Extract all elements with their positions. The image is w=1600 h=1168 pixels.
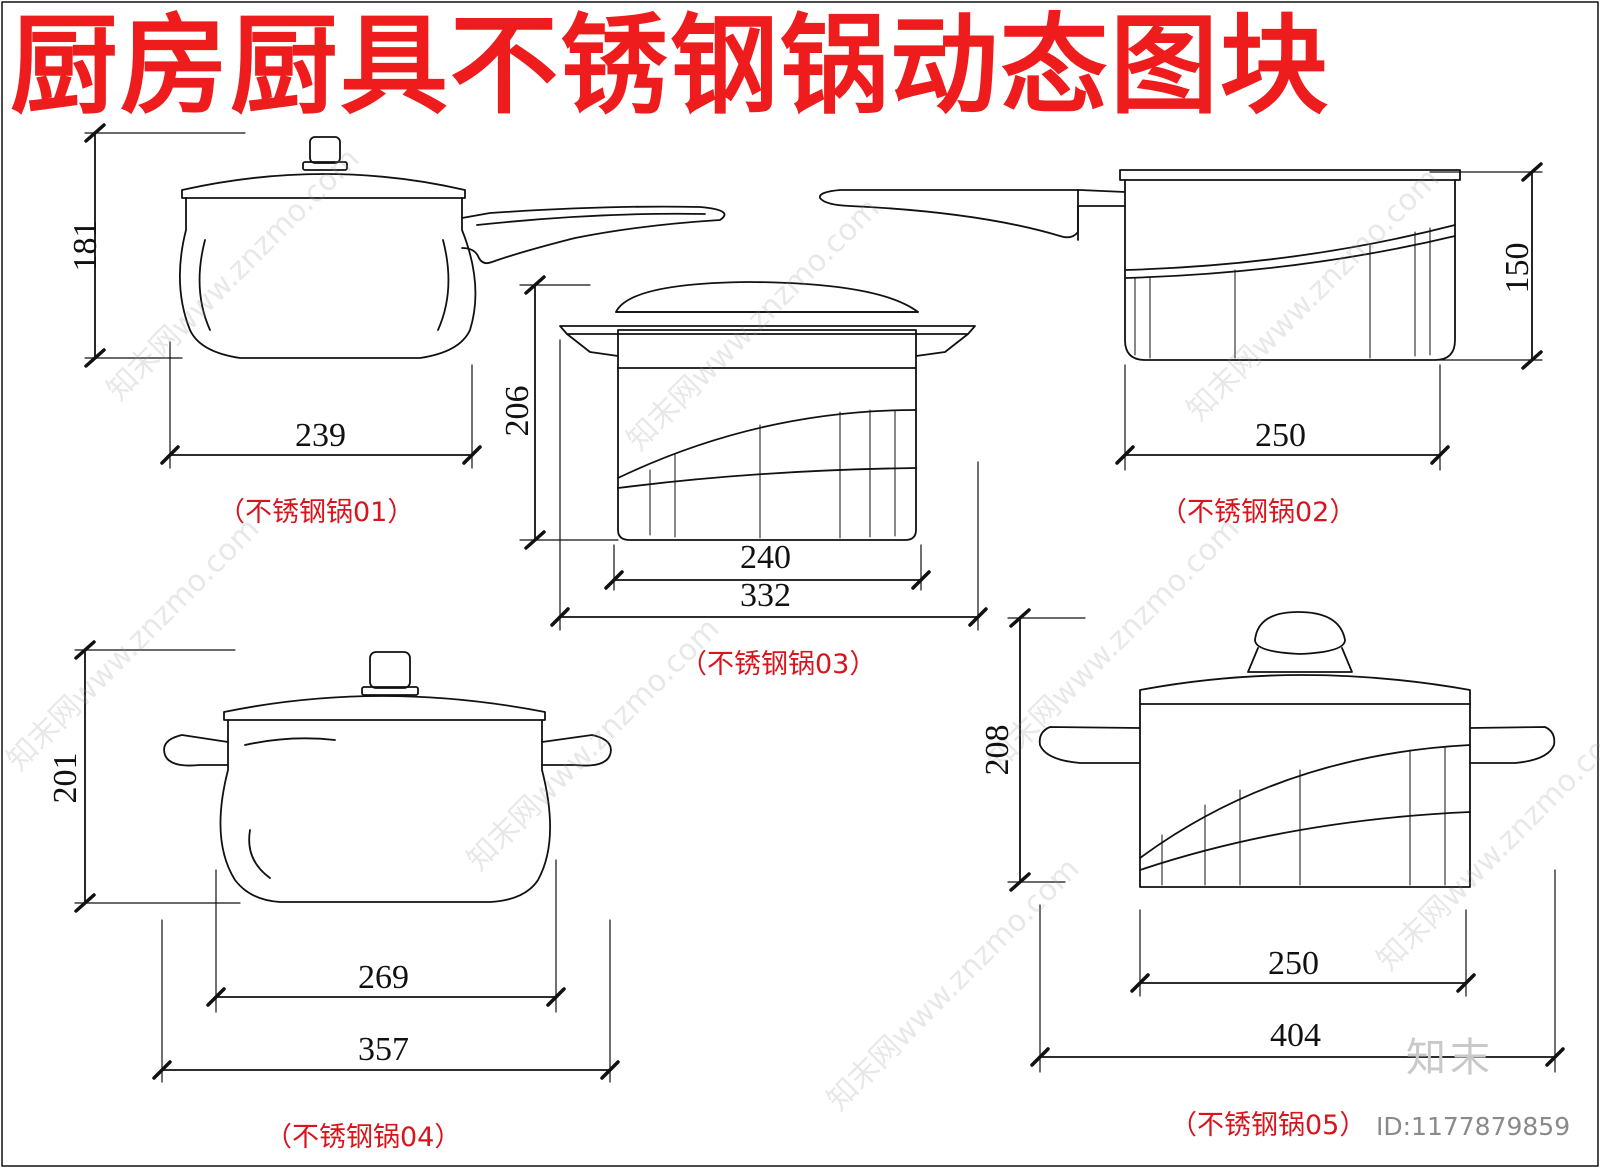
pot-05-overall-width-label: 404: [1270, 1017, 1321, 1054]
pot-02-dimensions: [1115, 162, 1543, 471]
pot-01-height-label: 181: [67, 220, 104, 272]
pot-03-height-label: 206: [499, 385, 536, 437]
pot-02-drawing: [818, 169, 1461, 361]
brand-watermark: 知末: [1406, 1035, 1494, 1081]
pot-01-drawing: [178, 136, 726, 359]
pot-05-drawing: [1038, 611, 1556, 888]
pot-05-dimensions: [1007, 608, 1565, 1073]
pot-04-dimensions: [74, 640, 620, 1083]
pot-05-height-label: 208: [979, 724, 1016, 776]
page-title: 厨房厨具不锈钢锅动态图块: [10, 4, 1331, 129]
pot-02-width-label: 250: [1255, 417, 1306, 454]
pot-04-drawing: [163, 651, 612, 903]
pot-05-caption: （不锈钢锅05）: [1170, 1110, 1367, 1141]
pot-03-overall-width-label: 332: [740, 577, 791, 614]
pot-03-dimensions: [519, 275, 988, 631]
pot-04-caption: （不锈钢锅04）: [265, 1122, 462, 1153]
pot-03-width-label: 240: [740, 539, 791, 576]
pot-04-overall-width-label: 357: [358, 1031, 409, 1068]
pot-01-caption: （不锈钢锅01）: [218, 497, 415, 528]
pot-05-width-label: 250: [1268, 945, 1319, 982]
pot-03-drawing: [559, 281, 976, 541]
pot-01-dimensions: [84, 123, 482, 469]
image-id: ID:1177879859: [1376, 1112, 1571, 1141]
pot-04-width-label: 269: [358, 959, 409, 996]
pot-03-caption: （不锈钢锅03）: [680, 649, 877, 680]
pot-02-caption: （不锈钢锅02）: [1160, 497, 1357, 528]
pot-01-width-label: 239: [295, 417, 346, 454]
pot-04-height-label: 201: [47, 752, 84, 804]
pot-02-height-label: 150: [1499, 242, 1536, 294]
